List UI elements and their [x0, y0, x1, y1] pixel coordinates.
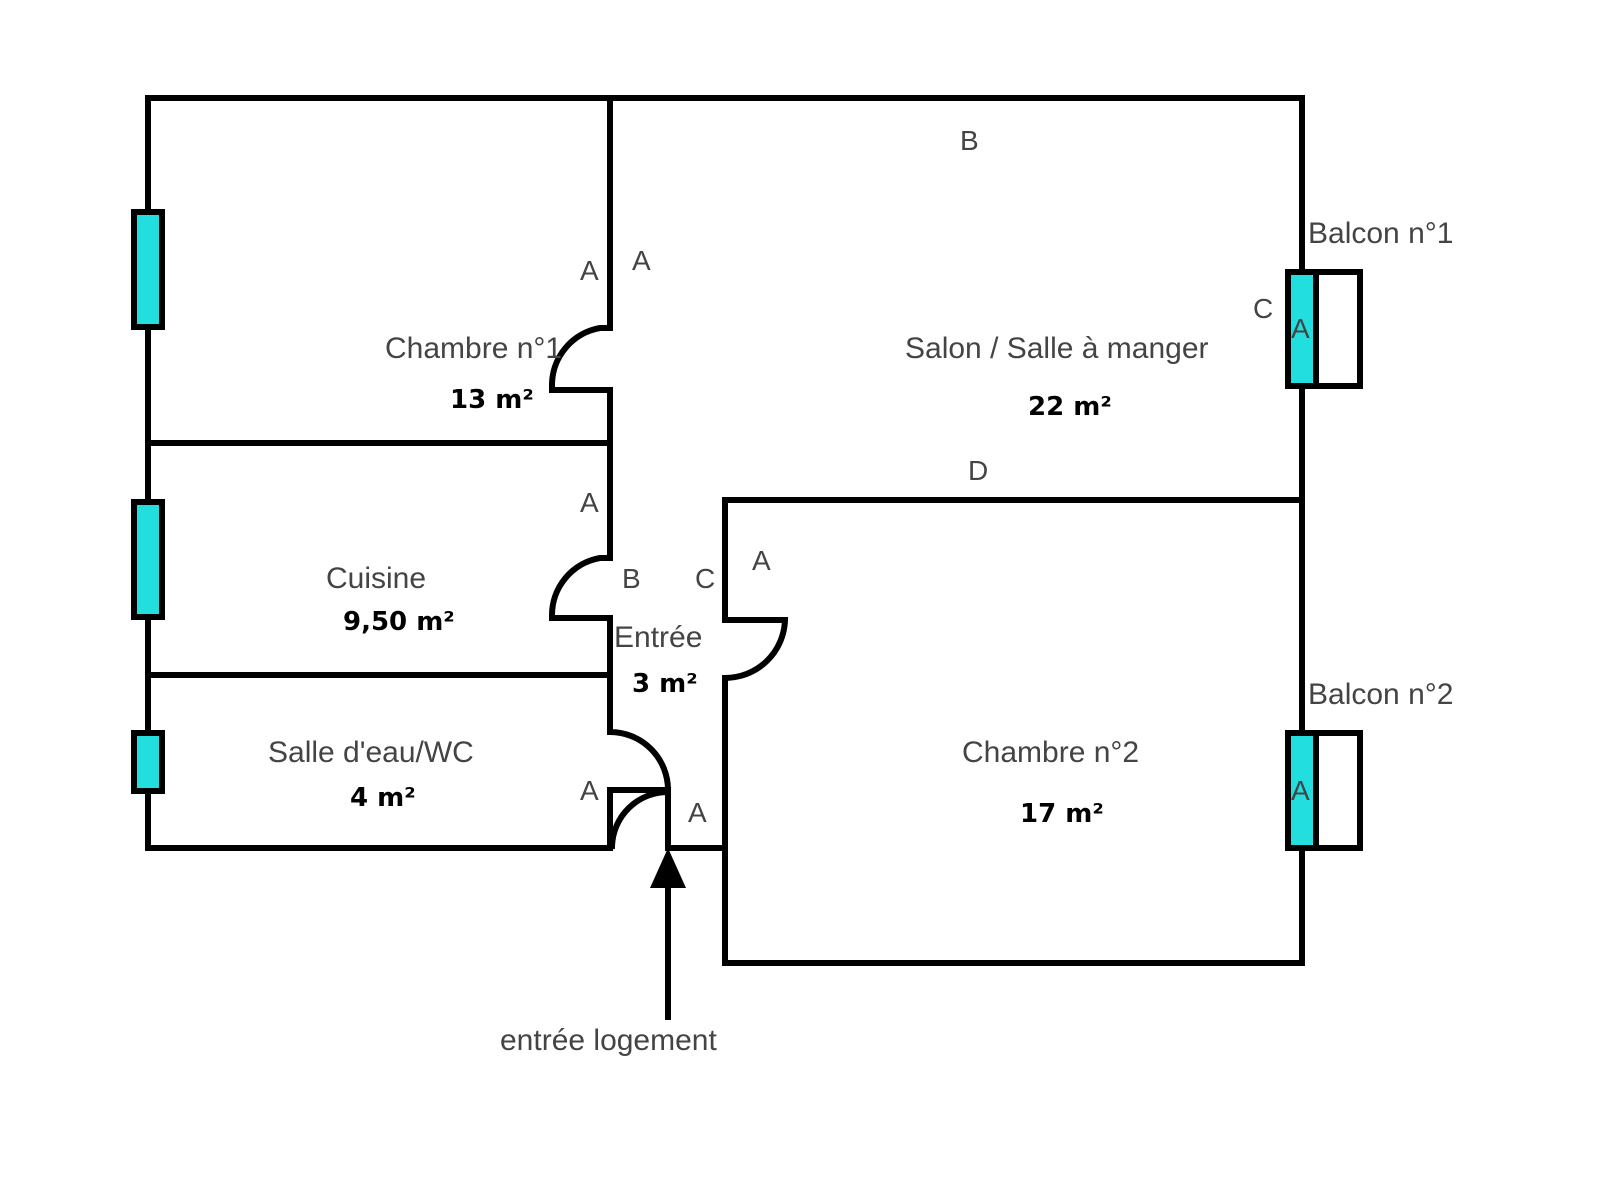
- room-area-chambre2: 17 m²: [1020, 799, 1104, 829]
- window-cuisine: [131, 499, 165, 620]
- room-name-salle-eau: Salle d'eau/WC: [268, 736, 474, 769]
- balcony-1-label: Balcon n°1: [1308, 217, 1453, 250]
- letter-b: B: [960, 125, 979, 156]
- window-chambre1: [131, 209, 165, 330]
- letter-a: A: [580, 255, 599, 286]
- entry-label: entrée logement: [500, 1024, 717, 1057]
- window-balcony-1: [1285, 269, 1319, 389]
- letter-c: C: [695, 563, 715, 594]
- walls: [145, 95, 1305, 966]
- letter-a: A: [1291, 775, 1310, 806]
- balcony-2-label: Balcon n°2: [1308, 678, 1453, 711]
- window-salle-eau: [131, 730, 165, 794]
- letter-c: C: [1253, 293, 1273, 324]
- letter-a: A: [1291, 313, 1310, 344]
- room-area-cuisine: 9,50 m²: [343, 607, 455, 637]
- room-area-entree: 3 m²: [632, 669, 698, 699]
- room-area-chambre1: 13 m²: [450, 385, 534, 415]
- room-area-salon: 22 m²: [1028, 392, 1112, 422]
- room-name-chambre2: Chambre n°2: [962, 736, 1139, 769]
- room-name-cuisine: Cuisine: [326, 562, 426, 595]
- room-name-entree: Entrée: [614, 621, 702, 654]
- letter-a: A: [632, 245, 651, 276]
- room-area-salle-eau: 4 m²: [350, 783, 416, 813]
- entry-arrow-icon: [650, 848, 686, 888]
- letter-a: A: [688, 797, 707, 828]
- letter-a: A: [580, 775, 599, 806]
- letter-a: A: [752, 545, 771, 576]
- letter-a: A: [580, 487, 599, 518]
- room-name-salon: Salon / Salle à manger: [905, 332, 1209, 365]
- window-balcony-2: [1285, 730, 1319, 851]
- letter-b: B: [622, 563, 641, 594]
- letter-d: D: [968, 455, 988, 486]
- room-name-chambre1: Chambre n°1: [385, 332, 562, 365]
